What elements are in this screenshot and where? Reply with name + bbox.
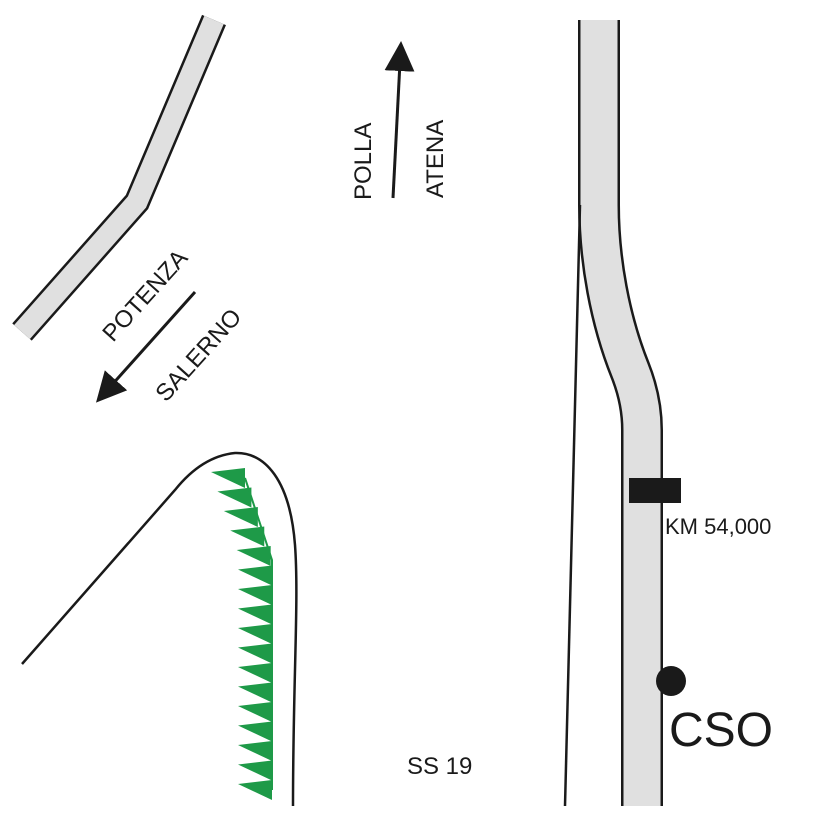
vegetation-spine <box>244 477 273 790</box>
arrow-icon-polla <box>384 41 415 199</box>
arrow-icon-salerno <box>95 290 197 403</box>
label-atena: ATENA <box>422 120 449 198</box>
vegetation-triangle-icon <box>238 682 272 703</box>
vegetation-triangle-icon <box>230 526 265 547</box>
vegetation-triangle-icon <box>238 624 272 644</box>
label-km-marker: KM 54,000 <box>665 514 771 539</box>
road-upper-left-fill <box>14 15 224 339</box>
vegetation-triangle-icon <box>238 702 272 722</box>
vegetation-triangle-icon <box>238 721 272 742</box>
vegetation-triangle-icon <box>238 585 272 605</box>
vegetation-triangle-icon <box>238 663 272 683</box>
vegetation-triangle-icon <box>236 546 271 566</box>
vegetation-triangle-icon <box>238 604 272 625</box>
vegetation-triangle-icon <box>238 780 272 800</box>
vegetation-triangle-icon <box>238 760 272 781</box>
km-marker-icon <box>629 478 681 503</box>
vegetation-triangle-icon <box>238 643 272 664</box>
label-site-cso: CSO <box>669 704 773 757</box>
vegetation-triangle-icon <box>223 507 258 527</box>
vegetation-triangle-icon <box>217 487 252 508</box>
label-salerno: SALERNO <box>150 304 247 407</box>
parcel-boundary <box>21 451 298 807</box>
label-road-ss19: SS 19 <box>407 753 472 780</box>
road-ss19-fill <box>580 20 661 806</box>
label-polla: POLLA <box>350 123 377 200</box>
site-dot-icon <box>656 666 686 696</box>
vegetation-triangle-icon <box>211 468 245 488</box>
road-branch-line <box>563 204 582 807</box>
vegetation-hatch <box>211 468 273 800</box>
vegetation-triangle-icon <box>238 741 272 761</box>
label-potenza: POTENZA <box>97 245 193 347</box>
vegetation-triangle-icon <box>238 565 272 586</box>
